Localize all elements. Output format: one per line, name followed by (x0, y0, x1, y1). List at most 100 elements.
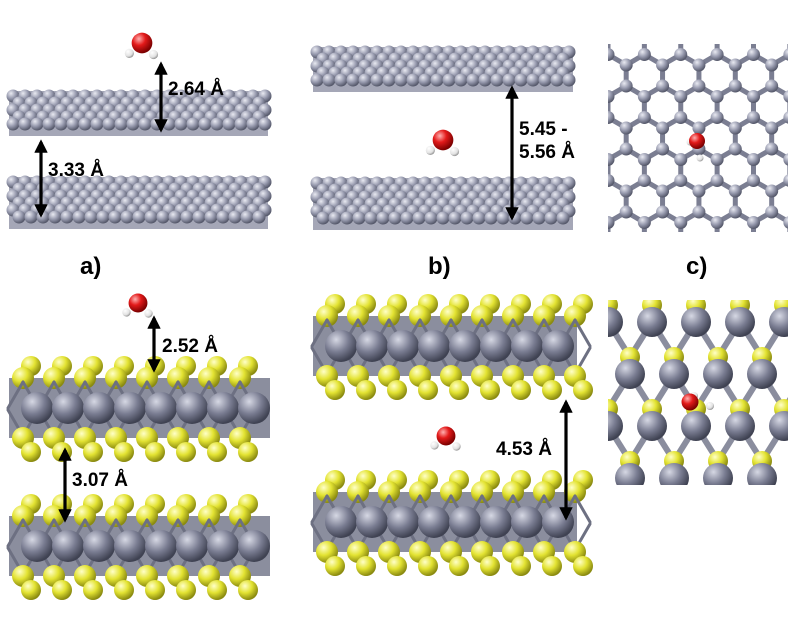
sulfur-atom (176, 580, 196, 600)
sulfur-atom (378, 481, 400, 503)
bond (572, 86, 590, 97)
oxygen-atom (436, 426, 456, 446)
carbon-atom (638, 27, 651, 40)
sulfur-atom (356, 380, 376, 400)
metal-atom (637, 411, 667, 441)
carbon-atom (637, 48, 651, 61)
sulfur-atom (542, 556, 562, 576)
sulfur-atom (356, 556, 376, 576)
graphene-layer-lower (310, 176, 576, 230)
sulfur-atom (598, 503, 618, 523)
sulfur-atom (114, 580, 134, 600)
bond (718, 530, 740, 565)
graphene-layer-upper (310, 45, 576, 92)
metal-atom (52, 392, 84, 424)
carbon-atom (174, 117, 188, 131)
bond (753, 23, 771, 34)
sulfur-atom (440, 305, 462, 327)
carbon-atom (765, 121, 779, 135)
metal-atom (145, 530, 177, 562)
bond (735, 23, 753, 34)
sulfur-atom (664, 555, 684, 575)
bond (737, 300, 747, 308)
carbon-atom (710, 90, 724, 103)
bond (652, 530, 674, 565)
sulfur-atom (533, 481, 555, 503)
water-molecule (124, 32, 159, 60)
carbon-atom (602, 27, 615, 40)
sulfur-atom (542, 380, 562, 400)
carbon-atom (328, 211, 342, 225)
mos2-layer-upper (6, 356, 270, 462)
metal-atom (659, 359, 689, 389)
carbon-atom (406, 73, 420, 87)
carbon-atom (783, 90, 788, 103)
carbon-atom (674, 90, 688, 103)
panel-c-bottom-mos2-topview (571, 255, 802, 627)
bond (608, 423, 611, 432)
sulfur-atom (480, 380, 500, 400)
carbon-atom (637, 153, 651, 166)
bond (608, 23, 626, 34)
sulfur-atom (105, 505, 127, 527)
bond (696, 582, 718, 617)
carbon-atom (765, 142, 779, 156)
carbon-atom (692, 205, 706, 219)
mos2-layer-upper (310, 294, 593, 400)
metal-atom (480, 506, 512, 538)
carbon-atom (565, 27, 578, 40)
metal-atom (114, 530, 146, 562)
carbon-atom (674, 174, 688, 187)
carbon-atom (192, 210, 206, 224)
sulfur-atom (796, 347, 802, 367)
sulfur-atom (730, 607, 750, 627)
sulfur-atom (573, 380, 593, 400)
carbon-atom (526, 73, 540, 87)
water-molecule (425, 129, 460, 157)
sulfur-atom (21, 580, 41, 600)
sulfur-atom (642, 607, 662, 627)
carbon-atom (637, 174, 651, 187)
carbon-atom (583, 122, 596, 135)
sulfur-atom (43, 367, 65, 389)
metal-atom (615, 463, 645, 485)
metal-atom (207, 392, 239, 424)
carbon-atom (400, 211, 414, 225)
sulfur-atom (730, 503, 750, 523)
sulfur-atom (21, 442, 41, 462)
metal-atom (608, 307, 623, 337)
bond (645, 300, 655, 308)
label-water-distance: 2.64 Å (168, 79, 224, 100)
panel-b-top-graphene-intercalated: 5.45 - 5.56 Å (310, 45, 576, 230)
hydrogen-atom (452, 442, 461, 451)
metal-atom (114, 392, 146, 424)
label-water-distance: 2.52 Å (162, 336, 218, 357)
metal-atom (356, 506, 388, 538)
sulfur-atom (564, 305, 586, 327)
metal-atom (769, 307, 788, 337)
sulfur-atom (238, 580, 258, 600)
metal-atom (747, 359, 777, 389)
carbon-atom (550, 73, 564, 87)
carbon-atom (364, 211, 378, 225)
bond (608, 178, 611, 184)
carbon-atom (228, 210, 242, 224)
carbon-atom (168, 210, 182, 224)
carbon-atom (637, 216, 651, 229)
carbon-atom (316, 211, 330, 225)
bond (608, 530, 630, 565)
bond (590, 23, 608, 34)
sulfur-atom (167, 367, 189, 389)
metal-atom (571, 255, 601, 285)
carbon-atom (514, 73, 528, 87)
bond (696, 530, 718, 565)
sulfur-atom (198, 505, 220, 527)
bond (787, 115, 788, 120)
metal-atom (637, 515, 667, 545)
carbon-atom (547, 0, 560, 9)
metal-atom (449, 330, 481, 362)
graphene-layer-lower (6, 175, 272, 229)
metal-atom (725, 515, 755, 545)
carbon-atom (602, 237, 615, 250)
carbon-atom (30, 117, 44, 131)
